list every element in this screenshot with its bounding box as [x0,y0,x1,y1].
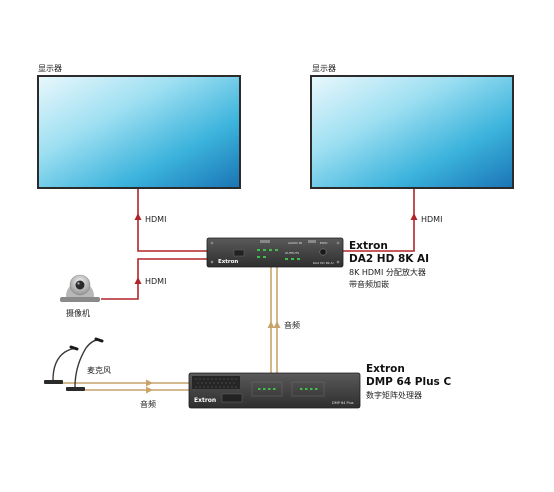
da2-description-2: 带音频加嵌 [349,279,389,289]
microphone-label: 麦克风 [87,365,111,375]
da2-description-1: 8K HDMI 分配放大器 [349,267,426,277]
hdmi-cable-right-display [342,189,415,252]
da2-panel-outputs: OUTPUTS [285,251,299,255]
camera-icon [60,274,100,302]
hdmi-label-left: HDMI [145,215,166,224]
da2-device: Extron AUDIO IN OUTPUTS EDID DA2 HD 8K A… [206,237,344,268]
hdmi-arrow-camera [134,277,142,284]
dmp-model: DMP 64 Plus C [366,376,451,388]
left-display [37,75,241,189]
right-display [310,75,514,189]
audio-cables [62,266,278,391]
hdmi-arrow-left [134,213,142,220]
dmp-brand: Extron [366,363,405,375]
da2-panel-model: DA2 HD 8K AI [313,261,334,265]
dmp-vent-holes [195,378,237,388]
camera-label: 摄像机 [66,308,90,318]
dmp-description: 数字矩阵处理器 [366,390,422,400]
dmp-status-leds [258,388,318,390]
hdmi-arrows [134,213,418,284]
audio-arrow-vertical-b [273,321,281,328]
audio-arrows [146,321,281,394]
da2-panel-audio: AUDIO IN [288,241,302,245]
da2-panel-logo: Extron [218,259,238,265]
dmp-device: Extron DMP 64 Plus [188,372,361,409]
da2-status-leds [257,249,300,260]
audio-arrow-vertical-a [267,321,275,328]
left-display-label: 显示器 [38,64,62,73]
hdmi-cable-left-display [137,189,208,252]
dmp-panel-model: DMP 64 Plus [332,401,354,405]
audio-label-vertical: 音频 [284,320,300,330]
dmp-panel-logo: Extron [194,397,216,404]
right-display-label: 显示器 [312,64,336,73]
hdmi-label-right: HDMI [421,215,442,224]
da2-model: DA2 HD 8K AI [349,253,429,265]
audio-arrow-mic-a [146,379,153,387]
da2-panel-edid: EDID [320,241,328,245]
hdmi-label-camera: HDMI [145,277,166,286]
da2-brand: Extron [349,240,388,252]
hdmi-arrow-right [410,213,418,220]
audio-arrow-mic-b [146,386,153,394]
audio-label-mic: 音频 [140,399,156,409]
microphone-icon [44,337,104,391]
